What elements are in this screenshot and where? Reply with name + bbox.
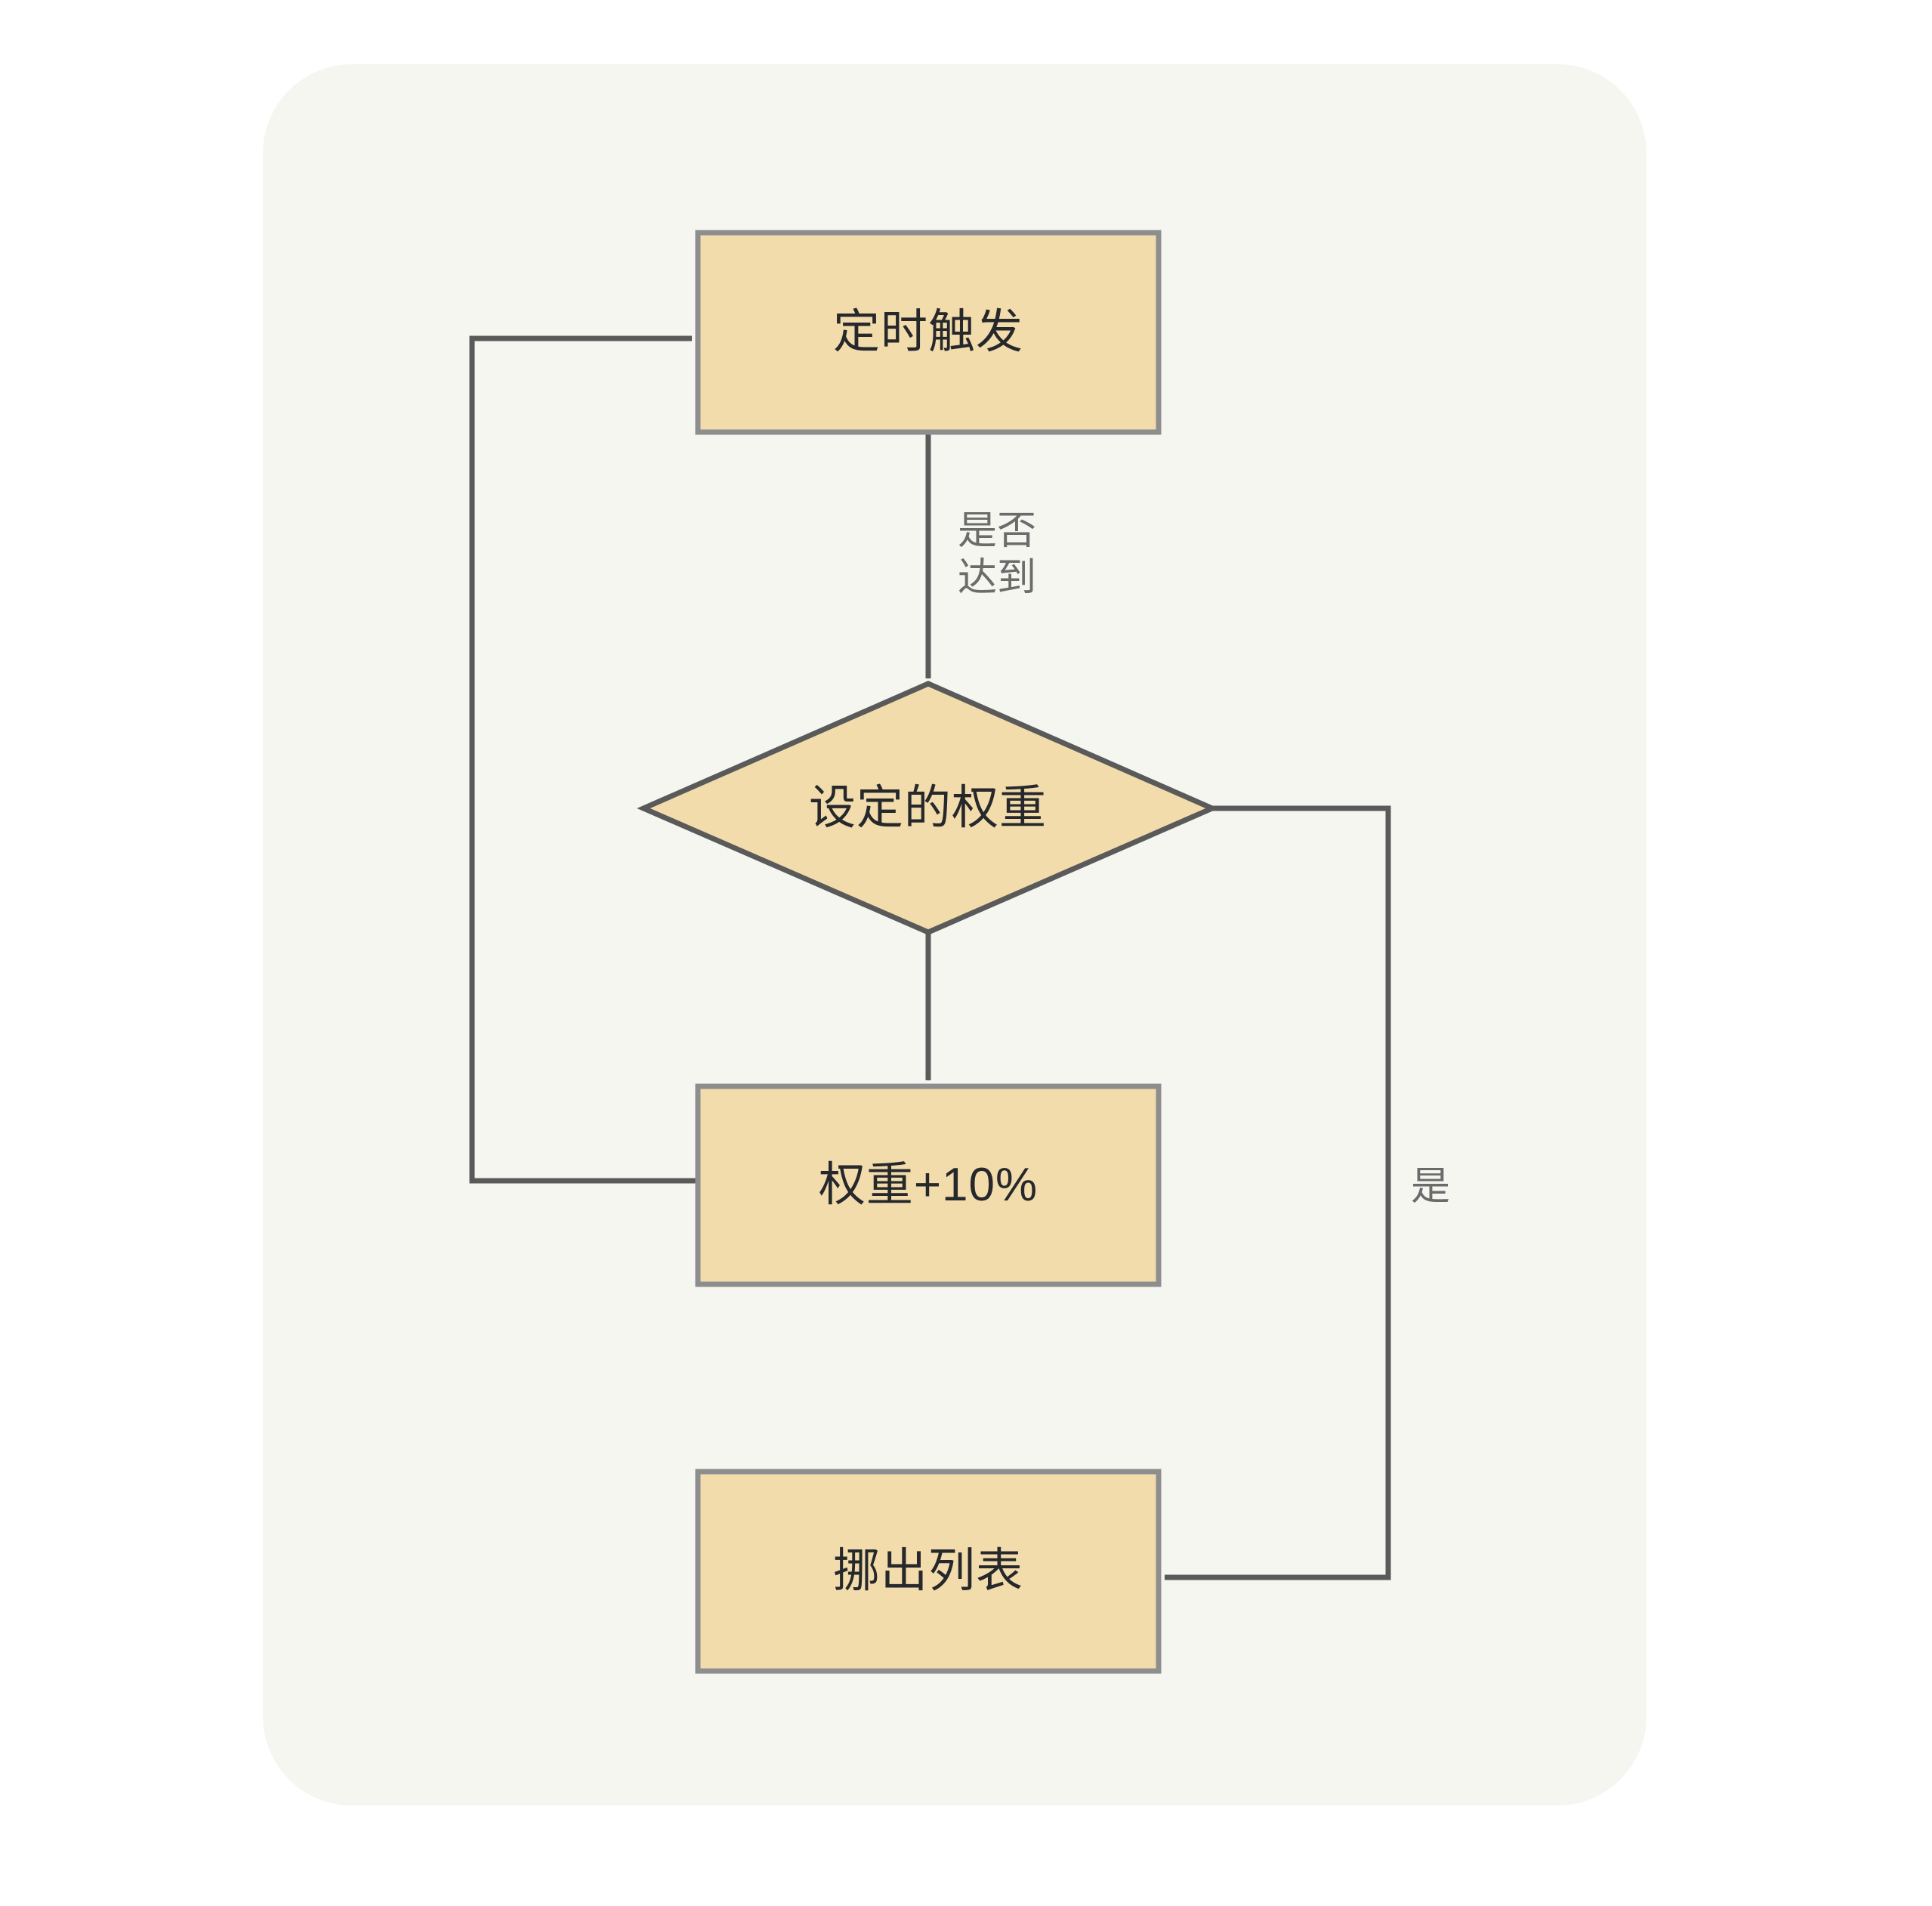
- node-remove[interactable]: [695, 1469, 1162, 1674]
- node-increase[interactable]: [695, 1083, 1162, 1287]
- edge-decision-to-remove: [1164, 805, 1391, 1580]
- node-timer[interactable]: [695, 230, 1162, 435]
- node-decision[interactable]: [637, 681, 1219, 935]
- edge-label-yes: 是: [1411, 1165, 1451, 1209]
- edge-label-condition: 是否 达到: [958, 509, 1037, 601]
- edge-increase-to-timer: [469, 335, 698, 1184]
